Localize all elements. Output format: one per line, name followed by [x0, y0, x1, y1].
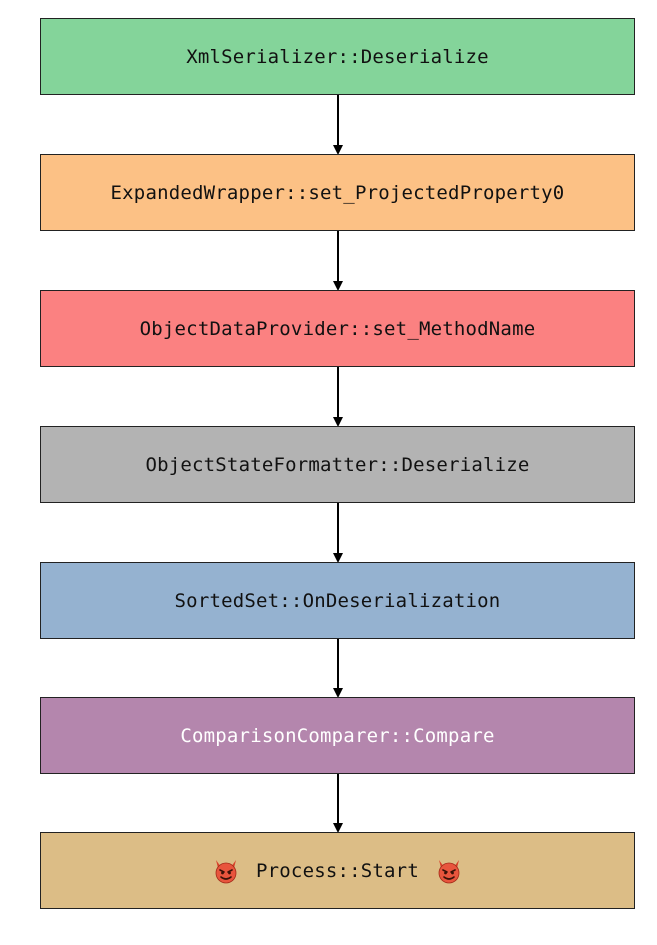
- node-xmlserializer-deserialize: XmlSerializer::Deserialize: [40, 18, 635, 95]
- node-label: Process::Start: [256, 859, 419, 882]
- node-objectdataprovider-set-methodname: ObjectDataProvider::set_MethodName: [40, 290, 635, 367]
- node-sortedset-ondeserialization: SortedSet::OnDeserialization: [40, 562, 635, 639]
- node-comparisoncomparer-compare: ComparisonComparer::Compare: [40, 697, 635, 774]
- node-label: XmlSerializer::Deserialize: [186, 45, 489, 68]
- node-label: ObjectStateFormatter::Deserialize: [145, 453, 530, 476]
- node-label: SortedSet::OnDeserialization: [174, 589, 501, 612]
- devil-icon: [438, 859, 460, 883]
- node-process-start: Process::Start: [40, 832, 635, 909]
- node-label: ExpandedWrapper::set_ProjectedProperty0: [110, 181, 565, 204]
- node-expandedwrapper-set-projectedproperty0: ExpandedWrapper::set_ProjectedProperty0: [40, 154, 635, 231]
- node-label: ObjectDataProvider::set_MethodName: [139, 317, 536, 340]
- devil-icon: [215, 859, 237, 883]
- node-objectstateformatter-deserialize: ObjectStateFormatter::Deserialize: [40, 426, 635, 503]
- node-label: ComparisonComparer::Compare: [180, 724, 495, 747]
